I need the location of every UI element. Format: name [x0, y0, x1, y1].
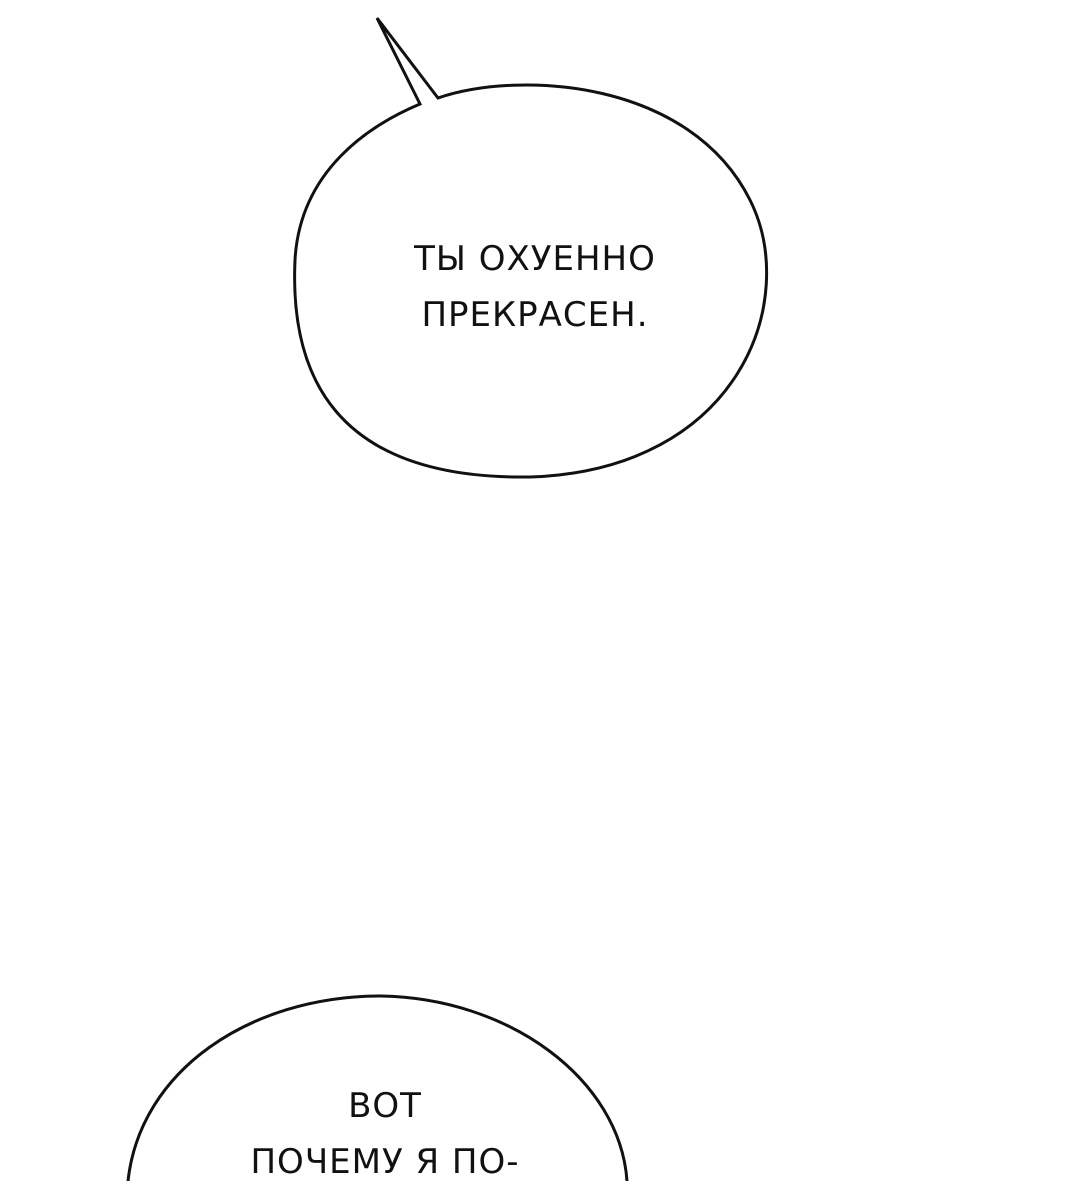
speech-line: ВОТ	[348, 1086, 422, 1126]
speech-line: ТЫ ОХУЕННО	[414, 239, 656, 279]
speech-bubble-bottom-text: ВОТ ПОЧЕМУ Я ПО-	[215, 1078, 555, 1190]
speech-bubble-bottom	[126, 994, 629, 1181]
speech-line: ПОЧЕМУ Я ПО-	[250, 1142, 520, 1182]
speech-bubble-bottom-outline	[126, 994, 629, 1181]
speech-line: ПРЕКРАСЕН.	[421, 295, 649, 335]
speech-bubble-top	[293, 17, 769, 479]
speech-bubble-top-text: ТЫ ОХУЕННО ПРЕКРАСЕН.	[380, 231, 690, 343]
speech-bubble-top-outline	[293, 17, 769, 479]
